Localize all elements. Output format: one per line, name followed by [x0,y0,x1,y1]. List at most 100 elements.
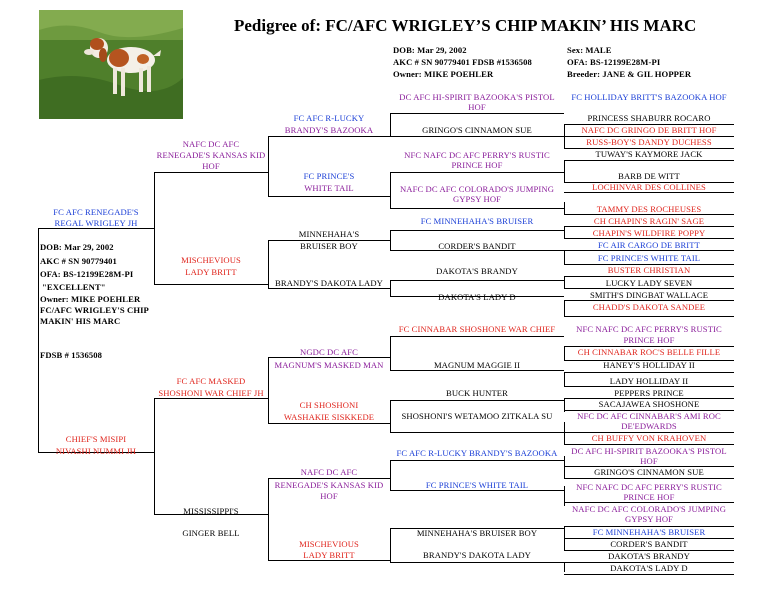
line-g5-p10 [564,238,734,239]
g5-p1: FC HOLLIDAY BRITT'S BAZOOKA HOF [571,92,727,102]
line-g4-g1 [390,460,564,461]
ds-line1: FC AFC MASKED [176,376,246,386]
g5-p16: CHADD'S DAKOTA SANDEE [592,302,706,312]
line-g4-e2 [390,370,564,371]
bracket-g3d [390,280,391,296]
g5-p28-line2: GYPSY HOF [624,514,674,524]
g5-p11: FC AIR CARGO DE BRITT [598,240,700,250]
g4-c2: CORDER'S BANDIT [438,241,516,251]
bracket-g4-b1 [564,160,565,182]
bracket-g3b [390,172,391,208]
header-akc: AKC # SN 90779401 FDSB #1536508 [393,57,532,67]
g4-b2-line2: GYPSY HOF [452,194,502,204]
line-g3c [268,240,390,241]
line-g4-c1 [390,230,564,231]
g5-p13: BUSTER CHRISTIAN [607,265,691,275]
g3b-line2: WHITE TAIL [304,183,354,193]
bracket-g3g [390,460,391,490]
bracket-g3h [390,528,391,562]
dd-line1: MISSISSIPPI'S [183,506,239,516]
g5-p26: GRINGO'S CINNAMON SUE [594,467,704,477]
bracket-g4-b2 [564,202,565,214]
g3g-line1: NAFC DC AFC [300,467,358,477]
bracket-g4-e2 [564,372,565,386]
g5-p28-line1: NAFC DC AFC COLORADO'S JUMPING [571,504,726,514]
g5-p12: FC PRINCE'S WHITE TAIL [597,253,701,263]
line-g5-p26 [564,466,734,467]
g4-b1-line2: PRINCE HOF [451,160,503,170]
line-g5-p7 [564,192,734,193]
g4-a1-line1: DC AFC HI-SPIRIT BAZOOKA'S PISTOL [399,92,555,102]
g4-f1: BUCK HUNTER [446,388,508,398]
g5-p5: TUWAY'S KAYMORE JACK [595,149,703,159]
g3c-line2: BRUISER BOY [300,241,358,251]
bracket-g4-c1 [564,226,565,238]
bracket-g4-g1 [564,456,565,478]
line-g5-p25 [564,444,734,445]
bracket-g4-d1 [564,276,565,288]
line-dd [154,514,268,515]
ss-line1: NAFC DC AFC [182,139,240,149]
g5-p15: SMITH'S DINGBAT WALLACE [589,290,709,300]
line-g4-e1 [390,336,564,337]
bracket-g3f [390,400,391,432]
line-g3a [268,136,390,137]
line-g5-p4 [564,148,734,149]
g5-p27-line1: NFC NAFC DC AFC PERRY'S RUSTIC [576,482,722,492]
line-g4-d1 [390,280,564,281]
bracket-dam [154,398,155,514]
bracket-g4-e1 [564,346,565,360]
line-g5-p13 [564,276,734,277]
sd-line2: LADY BRITT [185,267,237,277]
bracket-g4-g2 [564,486,565,506]
subject-ofa: OFA: BS-12199E28M-PI [40,269,134,279]
line-g5-p28 [564,502,734,503]
line-g4-h1 [390,528,564,529]
dog-photo [39,10,183,119]
line-ds [154,398,268,399]
g4-h2: BRANDY'S DAKOTA LADY [423,550,531,560]
line-g5-p18 [564,346,734,347]
g5-p32: DAKOTA'S LADY D [610,563,688,573]
g5-p31: DAKOTA'S BRANDY [608,551,690,561]
g3a-line2: BRANDY'S BAZOOKA [284,125,374,135]
g3c-line1: MINNEHAHA'S [298,229,360,239]
g4-b2-line1: NAFC DC AFC COLORADO'S JUMPING [399,184,554,194]
line-g4-a1 [390,113,564,114]
dog-photo-image [39,10,183,119]
bracket-g3e [390,336,391,370]
line-sd [154,284,268,285]
sd-line1: MISCHEVIOUS [181,255,241,265]
line-g5-p11 [564,250,734,251]
line-g4-a2 [390,136,564,137]
g5-p20: LADY HOLLIDAY II [609,376,689,386]
line-g5-p6 [564,182,734,183]
g4-g1: FC AFC R-LUCKY BRANDY'S BAZOOKA [396,448,558,458]
g3a-line1: FC AFC R-LUCKY [293,113,365,123]
bracket-dd [268,478,269,560]
bracket-sire [154,172,155,284]
header-sex: Sex: MALE [567,45,612,55]
line-g4-d2 [390,296,564,297]
g5-p25-line1: DC AFC HI-SPIRIT BAZOOKA'S PISTOL [571,446,727,456]
header-ofa: OFA: BS-12199E28M-PI [567,57,661,67]
bracket-ds [268,357,269,423]
line-g5-p8 [564,214,734,215]
line-g5-p23 [564,410,734,411]
g3e-line2: MAGNUM'S MASKED MAN [274,360,384,370]
sire-line1: FC AFC RENEGADE'S [53,207,139,217]
g4-a2: GRINGO'S CINNAMON SUE [422,125,532,135]
g5-p4: RUSS-BOY'S DANDY DUCHESS [586,137,712,147]
bracket-g4-d2 [564,300,565,316]
line-g5-p15 [564,300,734,301]
g5-p10: CHAPIN'S WILDFIRE POPPY [592,228,706,238]
line-g5-p19 [564,360,734,361]
g5-p21: PEPPERS PRINCE [614,388,684,398]
g5-p18: CH CINNABAR ROC'S BELLE FILLE [577,347,721,357]
g4-d1: DAKOTA'S BRANDY [436,266,518,276]
ss-line3: HOF [202,161,220,171]
line-g3d [268,288,390,289]
line-g5-p3 [564,136,734,137]
subject-akc: AKC # SN 90779401 [40,256,117,266]
g5-p22: SACAJAWEA SHOSHONE [598,399,700,409]
